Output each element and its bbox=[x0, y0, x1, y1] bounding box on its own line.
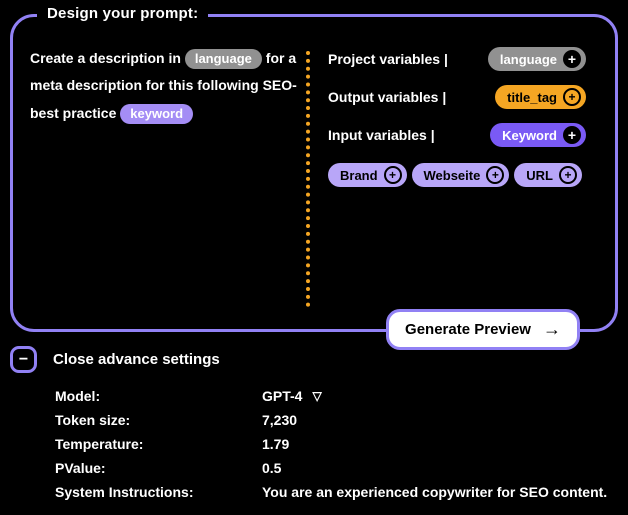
token-size-label: Token size: bbox=[55, 412, 131, 428]
pill-label: language bbox=[499, 51, 557, 67]
output-variable-pill-title-tag[interactable]: title_tag + bbox=[495, 85, 586, 109]
input-variables-row: Input variables | Keyword + bbox=[328, 123, 586, 147]
setting-row-temperature: Temperature: 1.79 bbox=[55, 436, 625, 452]
temperature-label: Temperature: bbox=[55, 436, 144, 452]
project-variables-label: Project variables | bbox=[328, 51, 448, 67]
advanced-settings-list: Model: GPT-4 ▽ Token size: 7,230 Tempera… bbox=[55, 388, 625, 500]
prompt-text-segment-1: Create a description in bbox=[30, 50, 181, 66]
dotted-divider bbox=[306, 51, 310, 307]
add-input-variable-button[interactable]: + bbox=[563, 126, 581, 144]
variable-pill-brand[interactable]: Brand + bbox=[328, 163, 407, 187]
add-output-variable-button[interactable]: + bbox=[563, 88, 581, 106]
prompt-editor[interactable]: Create a description in language for a m… bbox=[30, 45, 306, 127]
input-variable-pill-keyword[interactable]: Keyword + bbox=[490, 123, 586, 147]
add-brand-variable-button[interactable]: + bbox=[383, 166, 402, 184]
pill-label: title_tag bbox=[507, 89, 557, 105]
temperature-value: 1.79 bbox=[262, 436, 290, 452]
panel-title: Design your prompt: bbox=[37, 5, 209, 22]
model-select[interactable]: GPT-4 ▽ bbox=[262, 388, 322, 404]
dropdown-arrow-icon: ▽ bbox=[312, 389, 322, 403]
token-size-value: 7,230 bbox=[262, 412, 298, 428]
setting-row-system-instructions: System Instructions: You are an experien… bbox=[55, 484, 625, 500]
pill-label: URL bbox=[526, 167, 553, 183]
add-webseite-variable-button[interactable]: + bbox=[486, 166, 505, 184]
output-variables-label: Output variables | bbox=[328, 89, 447, 105]
prompt-text-segment-2: for a meta description for this followin… bbox=[30, 50, 297, 121]
add-project-variable-button[interactable]: + bbox=[563, 50, 581, 68]
pill-label: Brand bbox=[340, 167, 378, 183]
prompt-designer-panel: Design your prompt: Create a description… bbox=[10, 5, 618, 332]
pvalue-label: PValue: bbox=[55, 460, 106, 476]
collapse-advanced-settings-button[interactable]: − bbox=[10, 346, 37, 373]
setting-row-token-size: Token size: 7,230 bbox=[55, 412, 625, 428]
system-instructions-value: You are an experienced copywriter for SE… bbox=[262, 484, 608, 500]
variable-pill-webseite[interactable]: Webseite + bbox=[411, 163, 510, 187]
project-variable-pill-language[interactable]: language + bbox=[487, 47, 586, 71]
advanced-settings-toggle-row: − Close advance settings bbox=[10, 346, 220, 373]
minus-icon: − bbox=[18, 350, 29, 368]
model-label: Model: bbox=[55, 388, 101, 404]
output-variables-row: Output variables | title_tag + bbox=[328, 85, 586, 109]
generate-preview-label: Generate Preview bbox=[405, 321, 531, 338]
model-value: GPT-4 bbox=[262, 388, 303, 404]
input-variables-label: Input variables | bbox=[328, 127, 435, 143]
keyword-variable-chip[interactable]: keyword bbox=[120, 103, 194, 124]
generate-preview-button[interactable]: Generate Preview → bbox=[386, 309, 580, 350]
pvalue-value: 0.5 bbox=[262, 460, 282, 476]
add-url-variable-button[interactable]: + bbox=[559, 166, 577, 184]
setting-row-pvalue: PValue: 0.5 bbox=[55, 460, 625, 476]
variables-panel: Project variables | language + Output va… bbox=[328, 47, 586, 187]
extra-variable-chips-row: Brand + Webseite + URL + bbox=[328, 163, 586, 187]
pill-label: Webseite bbox=[423, 167, 481, 183]
variable-pill-url[interactable]: URL + bbox=[514, 163, 582, 187]
pill-label: Keyword bbox=[502, 127, 557, 143]
project-variables-row: Project variables | language + bbox=[328, 47, 586, 71]
setting-row-model: Model: GPT-4 ▽ bbox=[55, 388, 625, 404]
language-variable-chip[interactable]: language bbox=[184, 49, 262, 70]
advanced-settings-header[interactable]: Close advance settings bbox=[53, 351, 220, 368]
system-instructions-label: System Instructions: bbox=[55, 484, 194, 500]
arrow-right-icon: → bbox=[542, 319, 561, 339]
